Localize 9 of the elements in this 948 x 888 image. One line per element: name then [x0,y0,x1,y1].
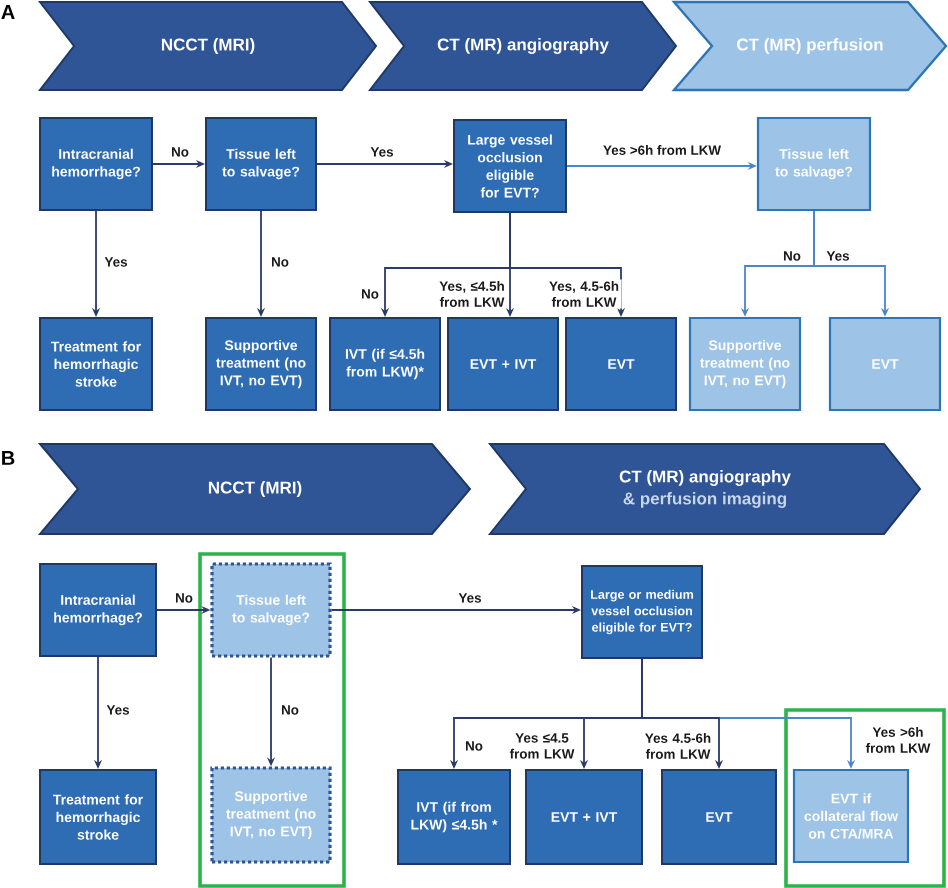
chevron-banner: CT (MR) angiography [367,1,678,91]
chevron-banner: CT (MR) perfusion [671,0,948,92]
panel-letter: A [1,5,15,19]
highlight-frame [198,552,346,888]
highlight-frame [784,708,946,888]
chevron-banner: NCCT (MRI) [37,443,472,535]
chevron-banner: CT (MR) angiography & perfusion imaging [487,443,922,535]
panel-letter: B [2,451,15,465]
chevron-banner: NCCT (MRI) [37,1,378,91]
